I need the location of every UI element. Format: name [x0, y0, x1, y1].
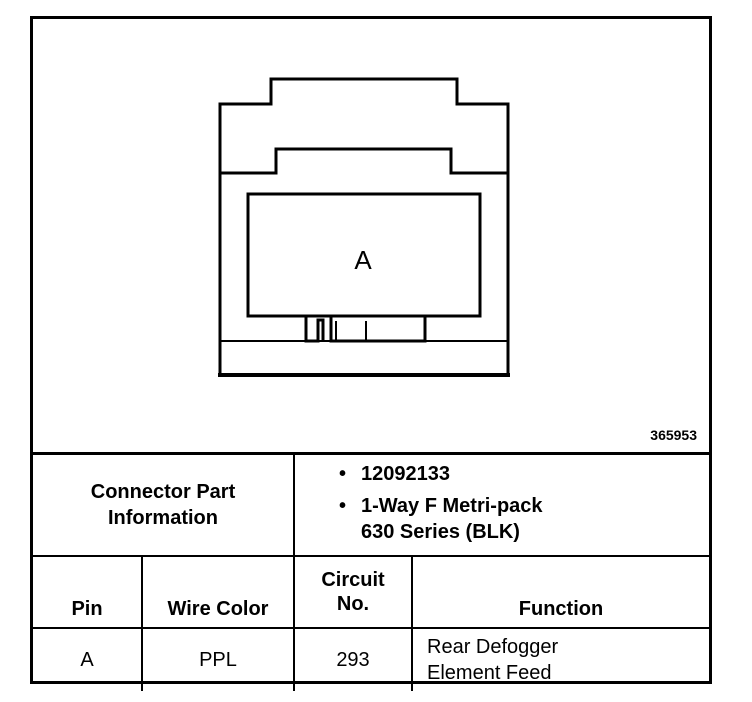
- figure-number: 365953: [650, 427, 697, 443]
- table-row: A PPL 293 Rear Defogger Element Feed: [33, 627, 709, 691]
- function-line2: Element Feed: [427, 662, 552, 684]
- part-description-line2: 630 Series (BLK): [361, 521, 520, 543]
- latch-tab-left: [304, 316, 325, 343]
- part-description-line1: 1-Way F Metri-pack: [361, 495, 543, 517]
- header-pin: Pin: [33, 555, 143, 629]
- wire-color-cell: PPL: [141, 627, 295, 691]
- connector-part-row: Connector Part Information 12092133 1-Wa…: [33, 455, 709, 557]
- connector-info-frame: A 365953 Connector Part Information 1209…: [30, 16, 712, 691]
- connector-part-values-cell: 12092133 1-Way F Metri-pack 630 Series (…: [293, 455, 709, 557]
- table-header-row: Pin Wire Color Circuit No. Function: [33, 555, 709, 629]
- header-wire-color: Wire Color: [141, 555, 295, 629]
- connector-info-table: Connector Part Information 12092133 1-Wa…: [33, 455, 709, 691]
- connector-body-outline: [218, 77, 510, 373]
- header-circuit-line2: No.: [336, 593, 370, 615]
- connector-diagram-area: A 365953: [33, 19, 709, 455]
- part-description-item: 1-Way F Metri-pack 630 Series (BLK): [339, 493, 709, 545]
- connector-inner-step: [220, 147, 508, 175]
- part-number: 12092133: [361, 463, 450, 485]
- connector-part-label-line1: Connector Part: [90, 481, 236, 503]
- connector-part-label-line2: Information: [108, 507, 218, 529]
- cavity-a-outline: [246, 192, 482, 318]
- connector-part-label-cell: Connector Part Information: [33, 455, 295, 557]
- latch-tab-right: [329, 316, 427, 343]
- connector-part-list: 12092133 1-Way F Metri-pack 630 Series (…: [335, 461, 709, 545]
- pin-cell: A: [33, 627, 143, 691]
- function-line1: Rear Defogger: [427, 636, 559, 658]
- header-circuit: Circuit No.: [293, 555, 413, 629]
- circuit-cell: 293: [293, 627, 413, 691]
- header-circuit-line1: Circuit: [321, 569, 385, 591]
- part-number-item: 12092133: [339, 461, 709, 487]
- connector-drawing: A: [218, 77, 510, 377]
- header-function: Function: [411, 555, 709, 629]
- cavity-label: A: [354, 245, 372, 275]
- function-cell: Rear Defogger Element Feed: [411, 627, 709, 691]
